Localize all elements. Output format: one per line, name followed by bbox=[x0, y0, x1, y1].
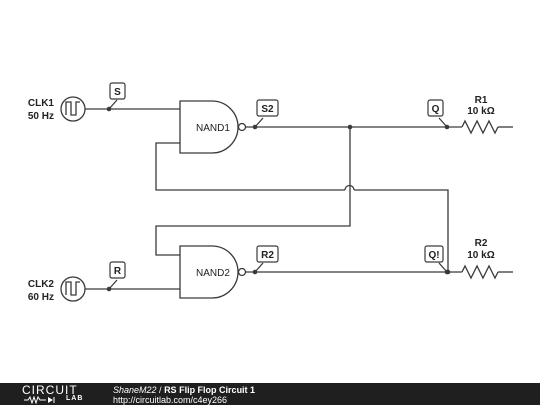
probe-r-label: R bbox=[114, 266, 122, 277]
author-link[interactable]: ShaneM22 bbox=[113, 385, 157, 395]
r2-name: R2 bbox=[475, 238, 488, 249]
inversion-bubble bbox=[237, 267, 247, 277]
r1-name: R1 bbox=[475, 95, 488, 106]
wire-nand1-input-b bbox=[155, 142, 345, 191]
probe-q-label: Q bbox=[432, 104, 440, 115]
probe-r2-label: R2 bbox=[261, 250, 274, 261]
probe-s2[interactable]: S2 bbox=[252, 99, 279, 130]
circuitlab-logo[interactable]: CIRCUIT bbox=[22, 383, 78, 397]
probe-r2[interactable]: R2 bbox=[252, 245, 279, 275]
junction-dot bbox=[347, 124, 353, 130]
probe-q[interactable]: Q bbox=[427, 99, 450, 130]
nand-gate-nand1[interactable] bbox=[179, 100, 247, 154]
probe-s2-label: S2 bbox=[261, 104, 274, 115]
probe-qbar[interactable]: Q! bbox=[424, 245, 450, 275]
probe-s-label: S bbox=[114, 87, 121, 98]
clock-source-clk1[interactable] bbox=[60, 96, 86, 122]
inversion-bubble bbox=[237, 122, 247, 132]
clk2-frequency: 60 Hz bbox=[28, 292, 54, 303]
nand-gate-nand2[interactable] bbox=[179, 245, 247, 299]
circuit-title: ShaneM22 / RS Flip Flop Circuit 1 bbox=[113, 385, 255, 395]
clk2-name: CLK2 bbox=[28, 279, 55, 290]
circuitlab-logo-sub: LAB bbox=[66, 395, 84, 402]
wire-q-feedback bbox=[155, 127, 351, 256]
resistor-r2[interactable] bbox=[461, 264, 499, 280]
probe-s[interactable]: S bbox=[106, 82, 126, 112]
wires bbox=[85, 108, 513, 290]
resistor-r1[interactable] bbox=[461, 119, 499, 135]
circuit-url[interactable]: http://circuitlab.com/c4ey266 bbox=[113, 395, 228, 405]
circuit-wave-icon bbox=[24, 396, 55, 404]
square-wave-icon bbox=[65, 281, 80, 296]
r2-value: 10 kΩ bbox=[467, 250, 494, 261]
nand1-label: NAND1 bbox=[196, 123, 230, 134]
nand2-label: NAND2 bbox=[196, 268, 230, 279]
schematic-canvas: CLK1 50 Hz CLK2 60 Hz NAND1 NAND2 R1 10 … bbox=[28, 82, 513, 303]
r1-value: 10 kΩ bbox=[467, 106, 494, 117]
circuit-name: RS Flip Flop Circuit 1 bbox=[164, 385, 256, 395]
clk1-frequency: 50 Hz bbox=[28, 111, 54, 122]
probe-r[interactable]: R bbox=[106, 261, 126, 292]
square-wave-icon bbox=[65, 101, 80, 116]
footer-bar: CIRCUIT LAB ShaneM22 / RS Flip Flop Circ… bbox=[0, 383, 540, 405]
title-separator: / bbox=[156, 385, 165, 395]
clk1-name: CLK1 bbox=[28, 98, 55, 109]
probe-qbar-label: Q! bbox=[428, 250, 439, 261]
wire-qbar-feedback bbox=[354, 189, 449, 272]
clock-source-clk2[interactable] bbox=[60, 276, 86, 302]
